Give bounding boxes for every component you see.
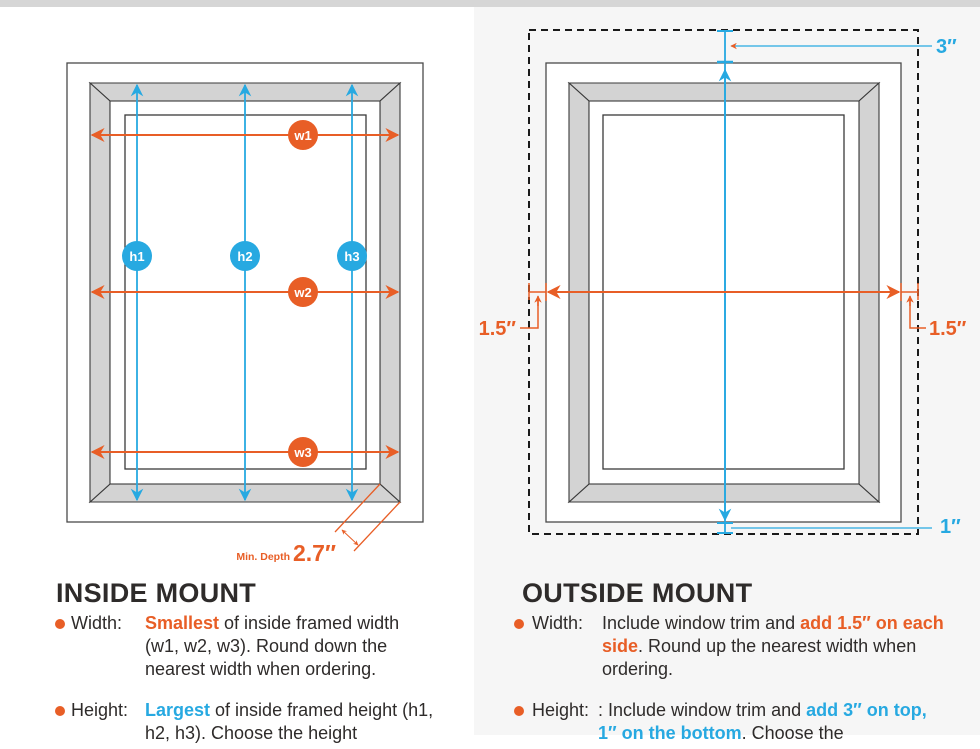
outside-height-text: . Choose the — [741, 723, 844, 743]
inside-width-rule: Width: Smallest of inside framed width (… — [55, 612, 465, 682]
bullet-icon — [514, 706, 524, 716]
inside-width-label: Width: — [71, 613, 123, 633]
inside-height-label: Height: — [71, 700, 129, 720]
outside-height-label: Height: — [532, 700, 590, 720]
inside-mount-title: INSIDE MOUNT — [56, 578, 257, 608]
w2-label: w2 — [293, 285, 311, 300]
trim-bottom — [567, 483, 881, 503]
depth-dimension-arrow — [341, 529, 359, 546]
outside-width-highlight: add 1.5″ on each side — [602, 613, 944, 656]
outside-width-description: Include window trim and add 1.5″ on each… — [602, 612, 952, 681]
inside-height-description: Largest of inside framed height (h1, h2,… — [145, 699, 435, 745]
w1-label: w1 — [293, 128, 311, 143]
outside-height-pre: : Include window trim and — [598, 700, 807, 720]
inside-height-rule: Height: Largest of inside framed height … — [55, 699, 465, 749]
min-depth-value: 2.7″ — [293, 540, 336, 566]
outside-height-rule: Height: : Include window trim and add 3″… — [514, 699, 974, 749]
left-allowance-label: 1.5″ — [479, 318, 517, 340]
right-allowance-label: 1.5″ — [929, 318, 967, 340]
width-marker-w3: w3 — [288, 437, 318, 467]
outside-mount-title: OUTSIDE MOUNT — [522, 578, 753, 608]
min-depth-label: Min. Depth — [236, 551, 290, 563]
outside-height-description: : Include window trim and add 3″ on top,… — [598, 699, 938, 745]
bullet-icon — [514, 619, 524, 629]
bullet-icon — [55, 619, 65, 629]
outside-width-arrow — [528, 283, 919, 301]
h3-label: h3 — [344, 249, 359, 264]
height-marker-h2: h2 — [230, 241, 260, 271]
left-1-5in-callout: 1.5″ — [479, 295, 542, 340]
width-arrows — [90, 128, 400, 459]
bottom-allowance-label: 1″ — [940, 516, 961, 538]
outside-width-text: . Round up the nearest width when orderi… — [602, 636, 917, 679]
inside-width-description: Smallest of inside framed width (w1, w2,… — [145, 612, 435, 681]
min-depth-callout: Min. Depth 2.7″ — [236, 483, 401, 566]
bottom-1in-callout: 1″ — [731, 516, 961, 538]
h2-label: h2 — [237, 249, 252, 264]
right-1-5in-callout: 1.5″ — [906, 295, 967, 340]
depth-extension-line-1 — [334, 483, 381, 533]
top-allowance-label: 3″ — [936, 36, 957, 58]
inside-height-highlight: Largest — [145, 700, 211, 720]
trim-top — [567, 82, 881, 102]
height-marker-h3: h3 — [337, 241, 367, 271]
top-bar — [0, 0, 980, 7]
width-marker-w2: w2 — [288, 277, 318, 307]
inside-width-highlight: Smallest — [145, 613, 220, 633]
inside-width-text: of inside framed width (w1, w2, w3). Rou… — [145, 613, 400, 679]
outside-width-rule: Width: Include window trim and add 1.5″ … — [514, 612, 974, 682]
height-marker-h1: h1 — [122, 241, 152, 271]
right-callout-leader — [909, 297, 926, 329]
depth-extension-line-2 — [353, 501, 401, 552]
bullet-icon — [55, 706, 65, 716]
w3-label: w3 — [293, 445, 311, 460]
left-callout-leader — [520, 297, 539, 329]
h1-label: h1 — [129, 249, 144, 264]
outside-width-label: Width: — [532, 613, 584, 633]
outside-width-pre: Include window trim and — [602, 613, 801, 633]
width-marker-w1: w1 — [288, 120, 318, 150]
top-3in-callout: 3″ — [730, 36, 957, 58]
